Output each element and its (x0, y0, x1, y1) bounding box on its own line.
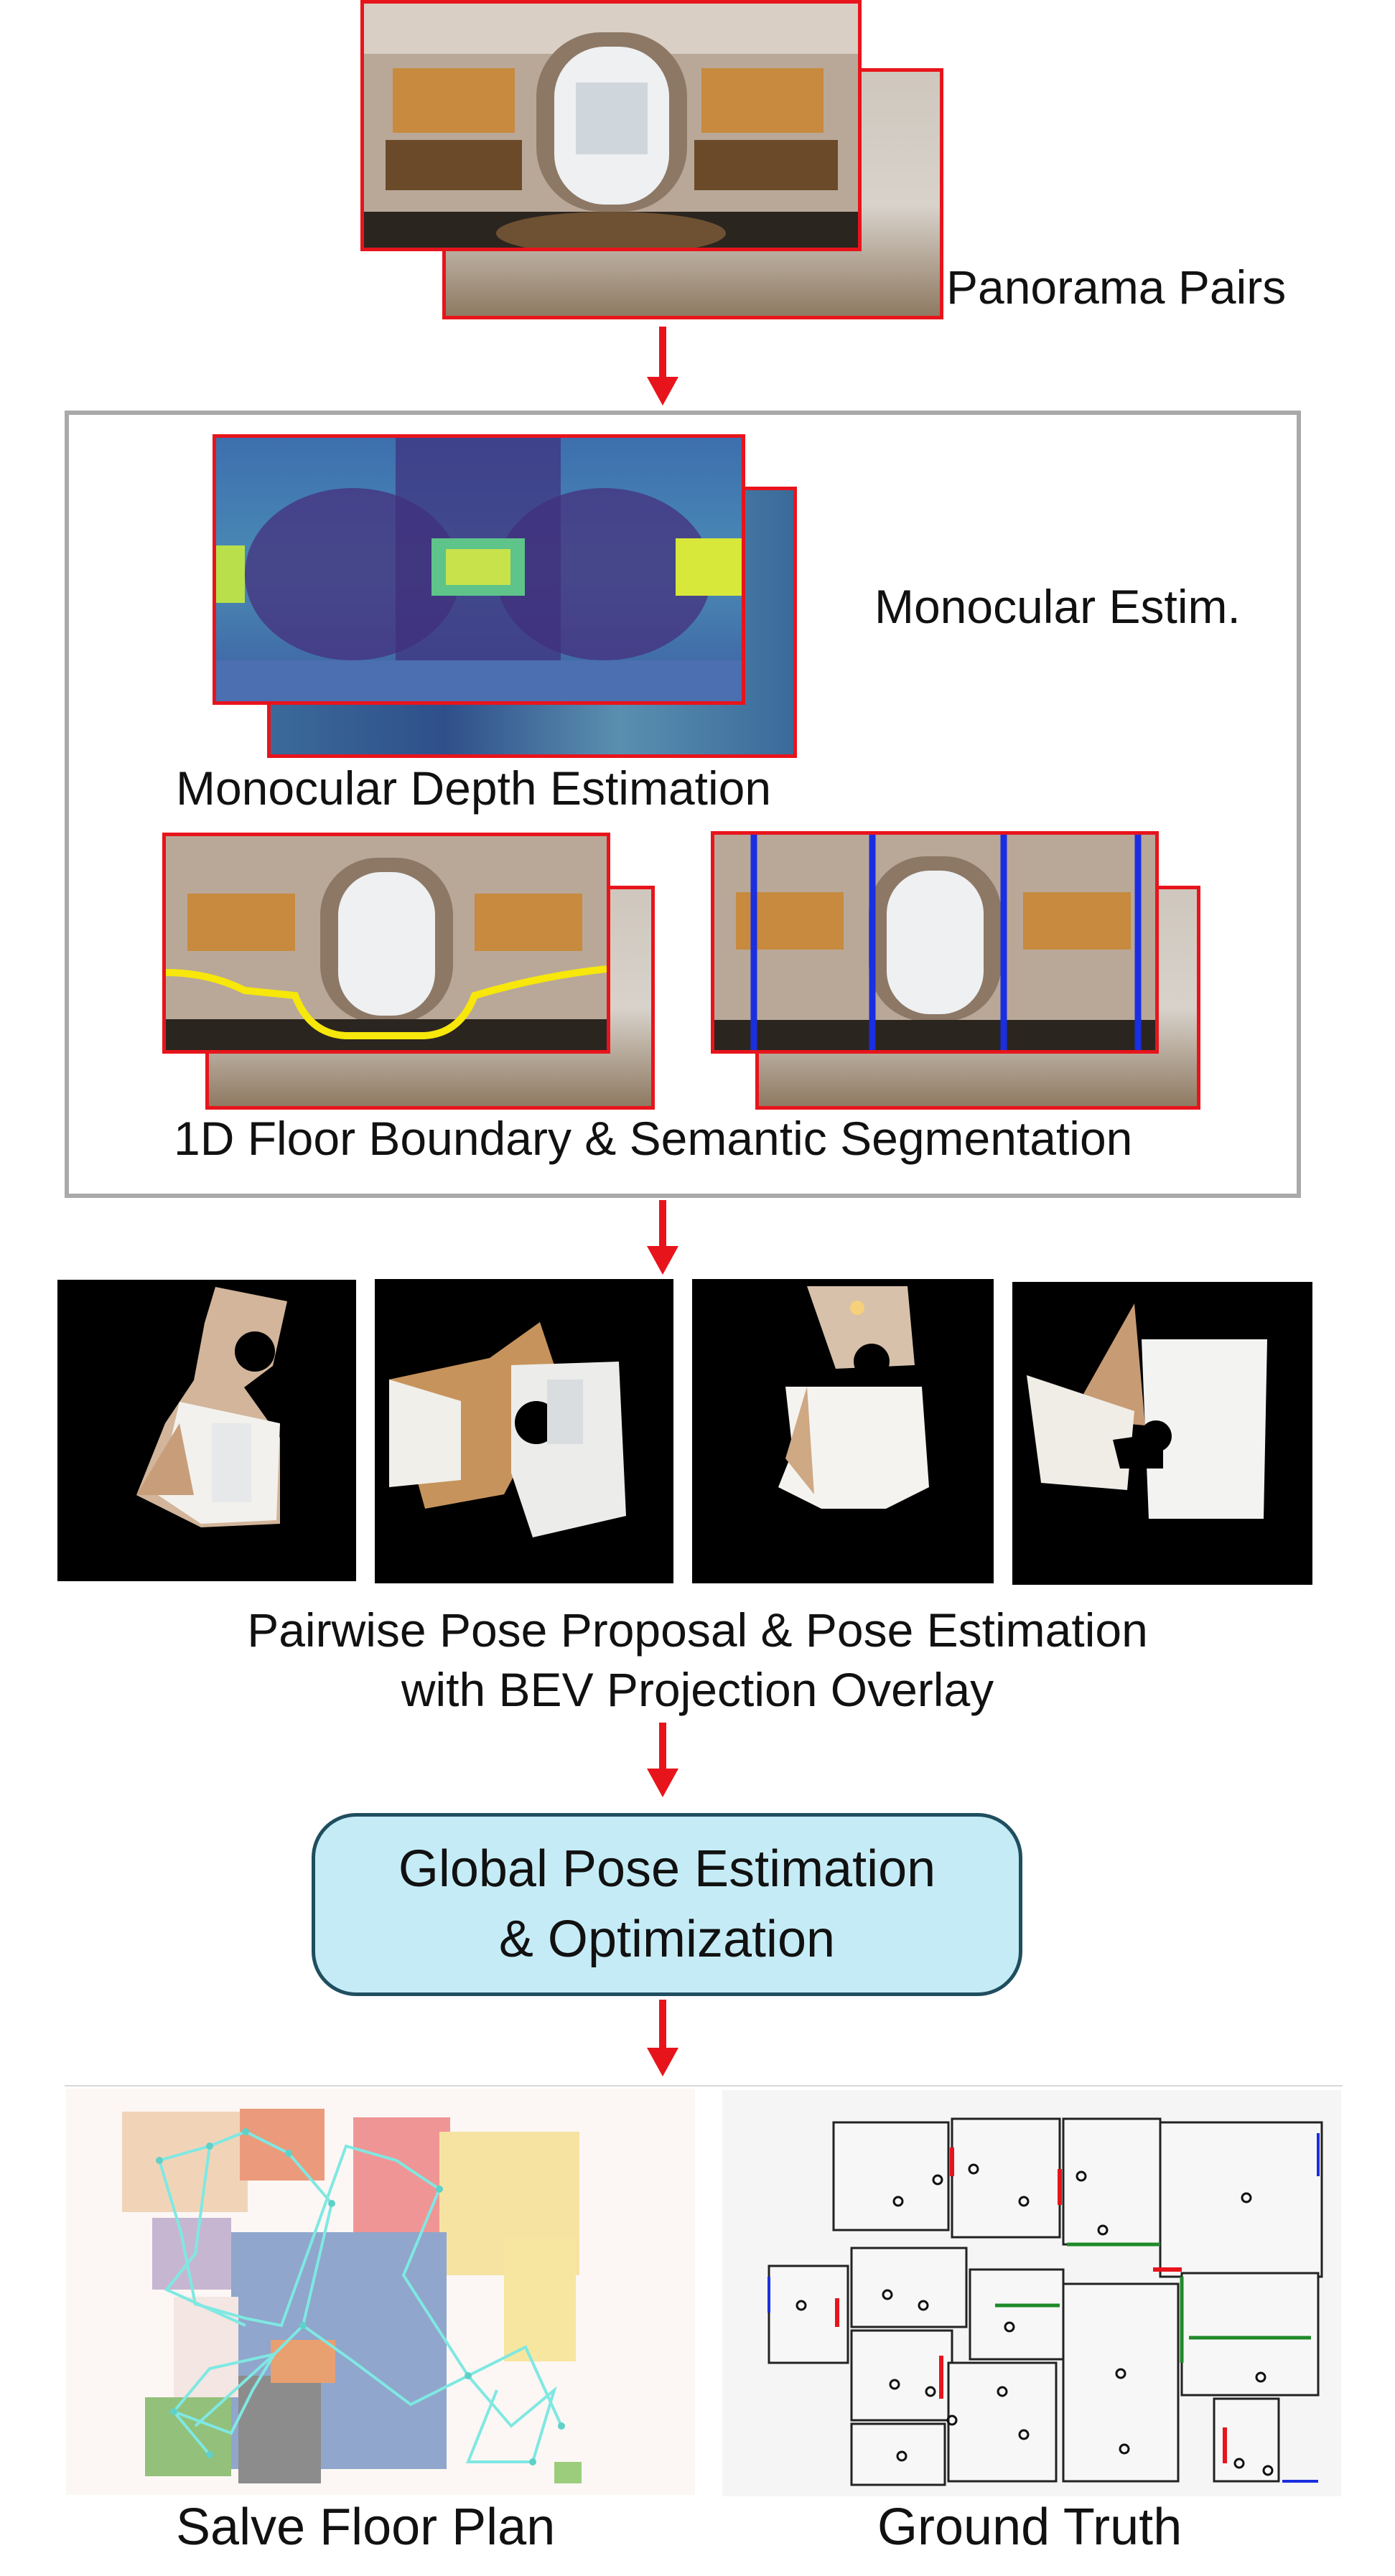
flow-arrow-icon (647, 327, 678, 406)
pairwise-pose-caption: Pairwise Pose Proposal & Pose Estimation… (0, 1601, 1395, 1719)
bev-projection-2 (375, 1279, 673, 1583)
monocular-depth-label: Monocular Depth Estimation (176, 762, 772, 815)
monocular-estimation-box (65, 411, 1301, 1198)
bev-projection-3 (692, 1279, 994, 1583)
panorama-pairs-label: Panorama Pairs (946, 261, 1287, 314)
ground-truth-label: Ground Truth (877, 2498, 1182, 2556)
bev-projection-4 (1012, 1282, 1312, 1585)
floor-boundary-seg-label: 1D Floor Boundary & Semantic Segmentatio… (174, 1112, 1133, 1165)
floor-boundary-visual (166, 836, 607, 1050)
panorama-front-image (360, 0, 862, 251)
global-line1: Global Pose Estimation (398, 1840, 936, 1898)
depth-map-visual (216, 438, 742, 701)
salve-floor-plan (66, 2089, 695, 2495)
global-pose-box: Global Pose Estimation & Optimization (312, 1813, 1022, 1996)
depth-map-front-image (213, 434, 745, 705)
flow-arrow-icon (647, 1723, 678, 1797)
semantic-segmentation-visual (714, 835, 1155, 1050)
boundary-front-image (162, 833, 610, 1054)
bev-projection-1 (57, 1280, 356, 1581)
global-line2: & Optimization (498, 1910, 836, 1968)
section-divider (65, 2085, 1343, 2086)
salve-floor-plan-label: Salve Floor Plan (176, 2498, 556, 2556)
flow-arrow-icon (647, 1200, 678, 1275)
pairwise-caption-line1: Pairwise Pose Proposal & Pose Estimation (247, 1603, 1148, 1657)
monocular-estim-label: Monocular Estim. (874, 580, 1241, 633)
panorama-kitchen-scene (364, 4, 858, 248)
flow-arrow-icon (647, 2000, 678, 2076)
ground-truth-floor-plan (722, 2090, 1341, 2496)
segmentation-front-image (711, 831, 1159, 1054)
pairwise-caption-line2: with BEV Projection Overlay (401, 1662, 994, 1716)
